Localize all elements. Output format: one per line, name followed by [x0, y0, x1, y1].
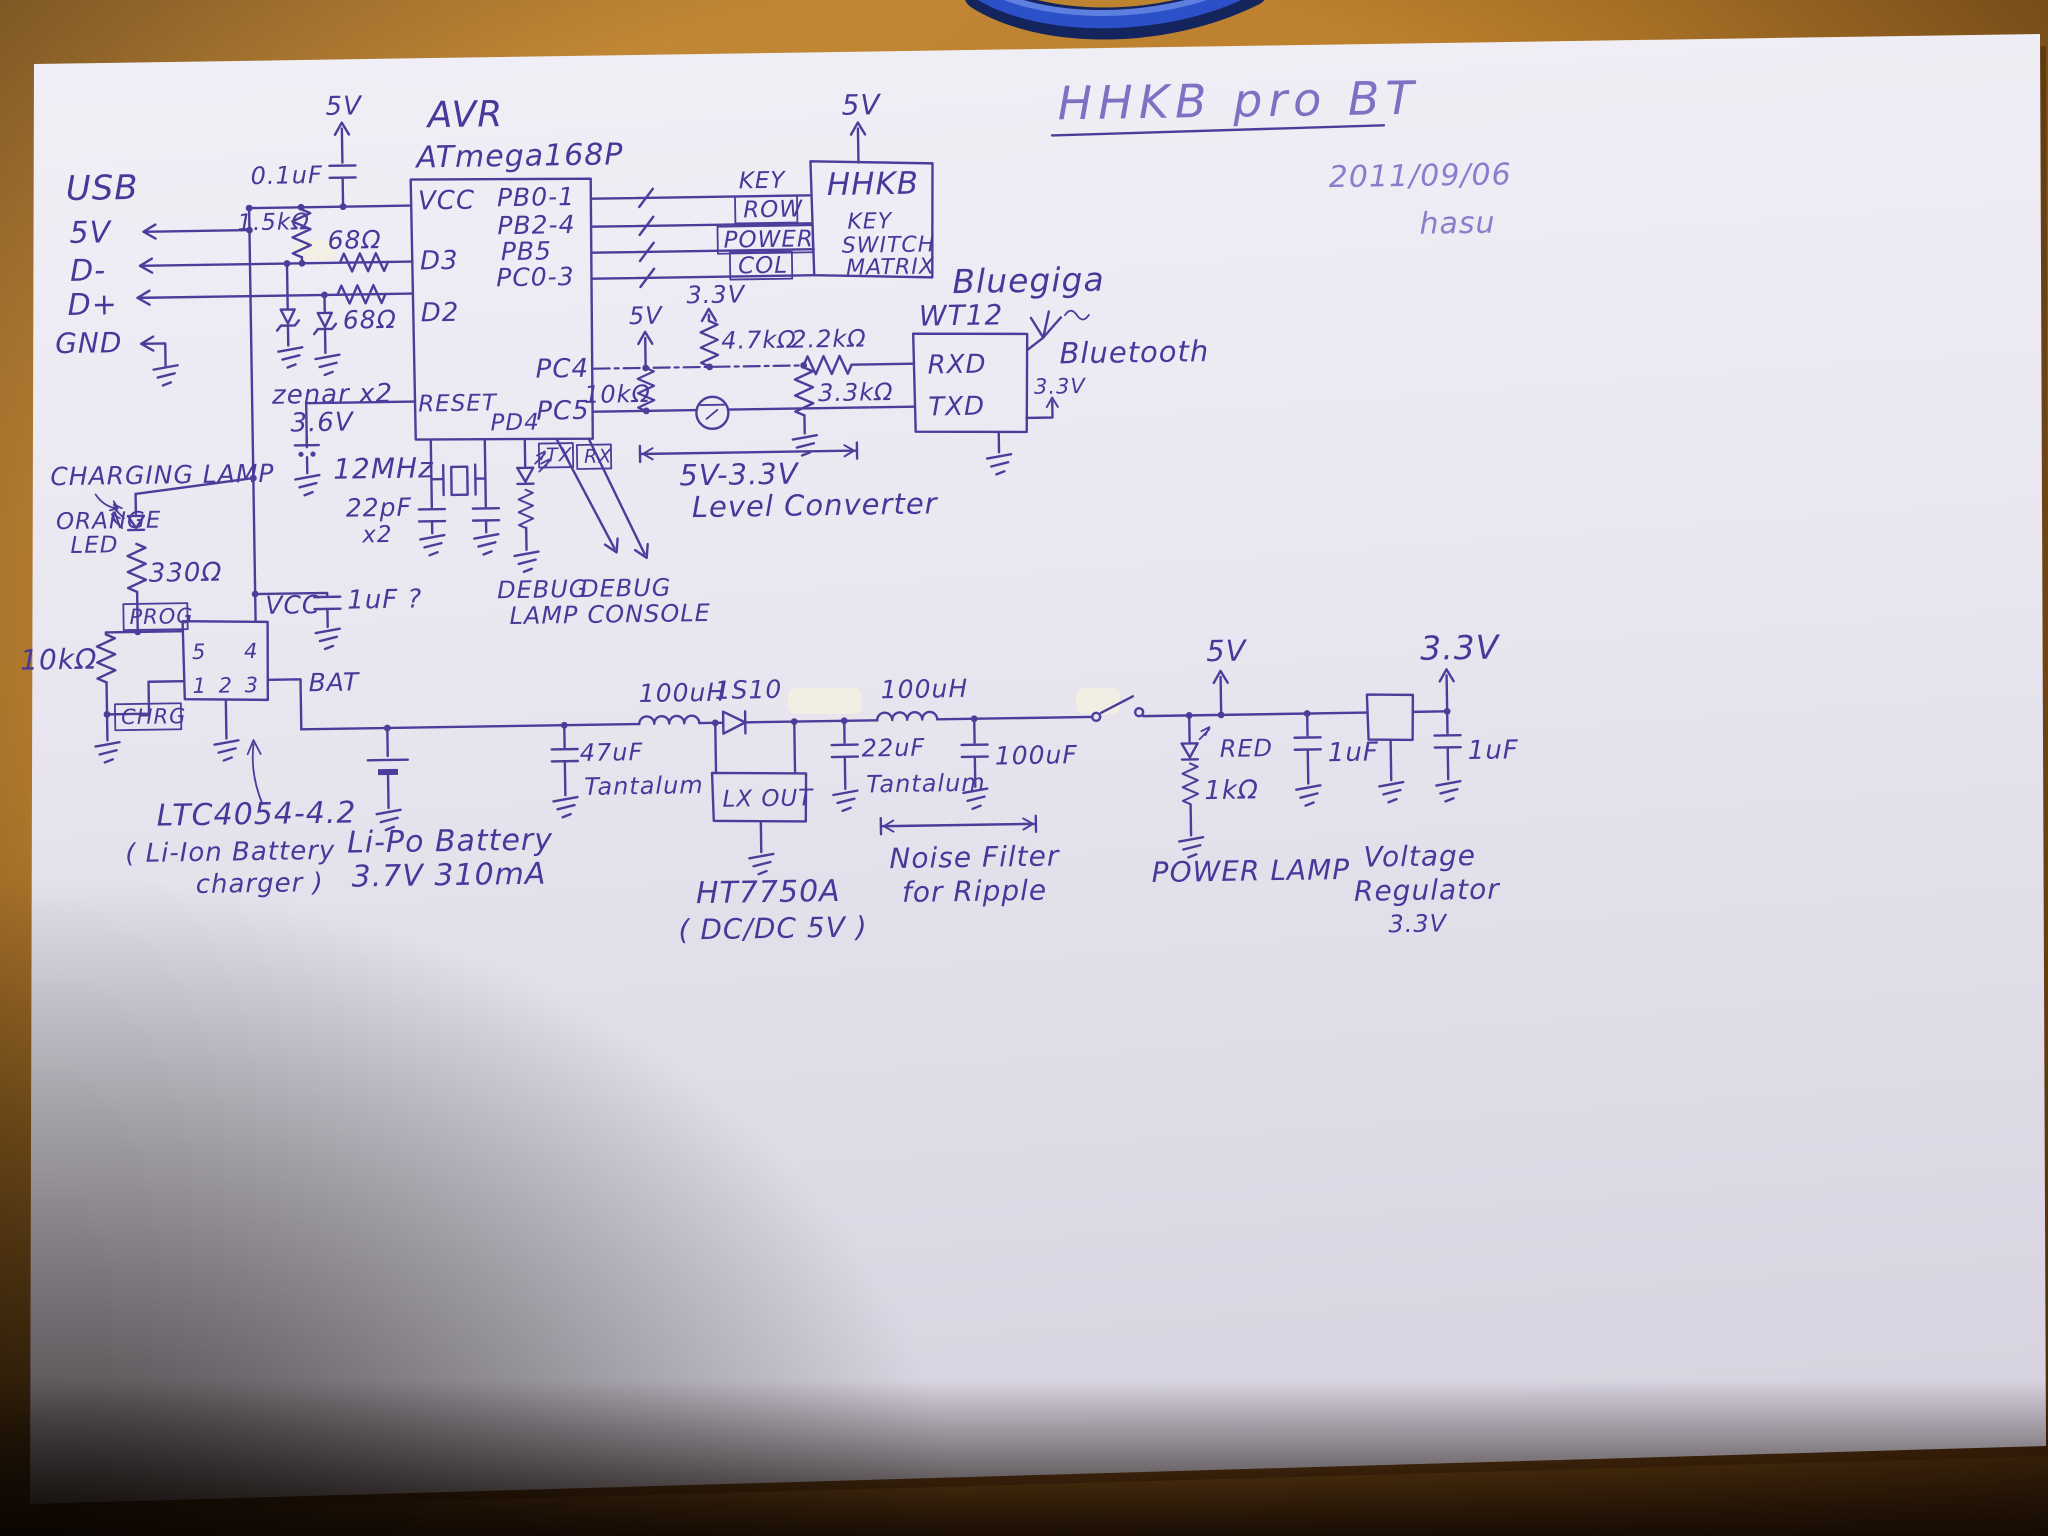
corner-shadow — [0, 0, 2048, 1536]
schematic-photo: HHKB pro BT 2011/09/06 hasu USB 5V D- D+… — [0, 0, 2048, 1536]
